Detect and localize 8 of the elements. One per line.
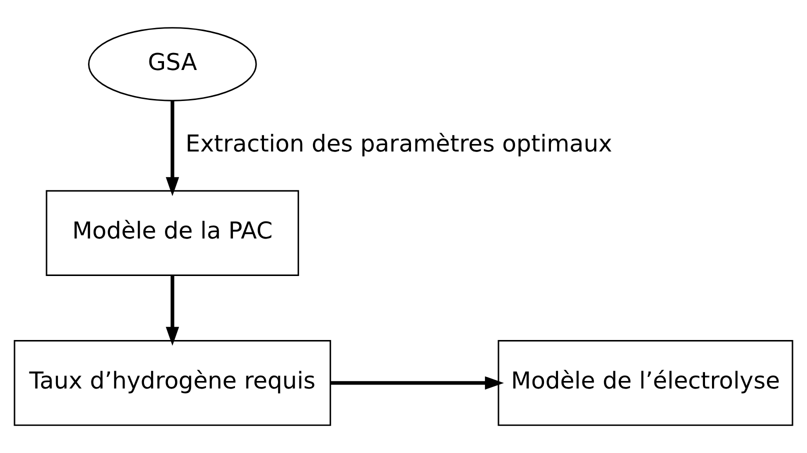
arrow	[330, 376, 504, 390]
edge-label: Extraction des paramètres optimaux	[186, 130, 612, 158]
node-box: Modèle de la PAC	[46, 190, 300, 276]
node-box: Taux d’hydrogène requis	[14, 340, 332, 426]
arrow	[166, 275, 180, 346]
node-box: Modèle de l’électrolyse	[498, 340, 794, 426]
node-ellipse: GSA	[88, 27, 257, 102]
arrow	[166, 100, 180, 196]
